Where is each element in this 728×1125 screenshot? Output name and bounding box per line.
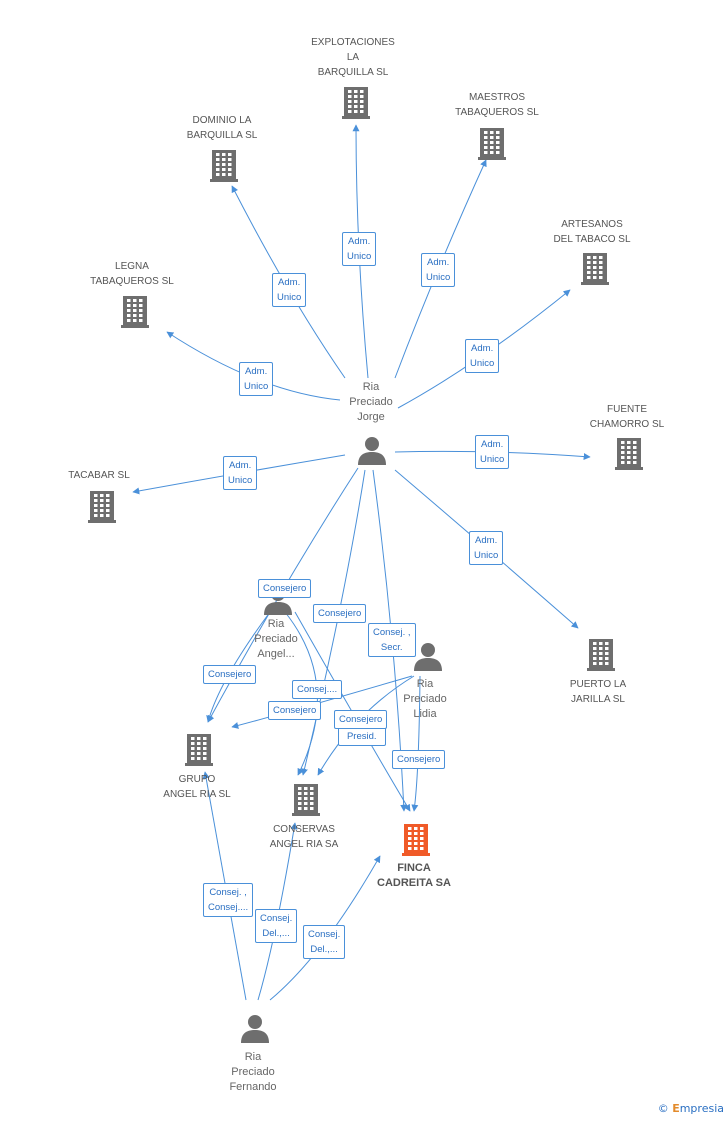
edge-label-lidia-conservas[interactable]: Consejero [334, 710, 388, 729]
person-icon-fernando[interactable] [240, 1013, 270, 1048]
empresia-logo-text: mpresia [679, 1102, 724, 1115]
building-icon-explotaciones[interactable] [342, 85, 370, 124]
building-icon-puerto[interactable] [587, 637, 615, 676]
building-icon-artesanos[interactable] [581, 251, 609, 290]
building-icon-legna[interactable] [121, 294, 149, 333]
edge-label-lidia-grupo[interactable]: Consejero [268, 701, 322, 720]
copyright-icon: © [657, 1102, 669, 1115]
edge-label-lidia-finca[interactable]: Consejero [392, 750, 446, 769]
edge-label-jorge-puerto[interactable]: Adm.Unico [469, 531, 504, 565]
person-icon-jorge[interactable] [357, 435, 387, 470]
edge-label-fernando-grupo[interactable]: Consej. ,Consej.... [203, 883, 254, 917]
building-icon-conservas[interactable] [292, 782, 320, 821]
edge-label-jorge-fuente[interactable]: Adm.Unico [475, 435, 510, 469]
building-icon-grupo[interactable] [185, 732, 213, 771]
edge-label-jorge-conservas[interactable]: Consejero [313, 604, 367, 623]
edge-label-jorge-tacabar[interactable]: Adm.Unico [223, 456, 258, 490]
edge-label-jorge-dominio[interactable]: Adm.Unico [272, 273, 307, 307]
edge-label-jorge-explotaciones[interactable]: Adm.Unico [342, 232, 377, 266]
building-icon-finca[interactable] [402, 822, 430, 861]
person-icon-lidia[interactable] [413, 641, 443, 676]
edge-label-jorge-grupo[interactable]: Consejero [258, 579, 312, 598]
empresia-footer[interactable]: © Empresia [658, 1102, 724, 1115]
node-label-tacabar[interactable]: TACABAR SL [68, 470, 130, 481]
building-icon-maestros[interactable] [478, 126, 506, 165]
edge-label-fernando-conservas[interactable]: Consej.Del.,... [255, 909, 298, 943]
building-icon-tacabar[interactable] [88, 489, 116, 528]
edge-label-jorge-legna[interactable]: Adm.Unico [239, 362, 274, 396]
building-icon-fuente[interactable] [615, 436, 643, 475]
edge-label-jorge-artesanos[interactable]: Adm.Unico [465, 339, 500, 373]
edge-label-jorge-finca[interactable]: Consej. ,Secr. [368, 623, 416, 657]
edge-label-angel-conservas[interactable]: Consej.... [292, 680, 343, 699]
edge-label-jorge-maestros[interactable]: Adm.Unico [421, 253, 456, 287]
building-icon-dominio[interactable] [210, 148, 238, 187]
empresia-logo-e: E [672, 1102, 680, 1115]
edge-label-angel-grupo[interactable]: Consejero [203, 665, 257, 684]
edge-label-fernando-finca[interactable]: Consej.Del.,... [303, 925, 346, 959]
